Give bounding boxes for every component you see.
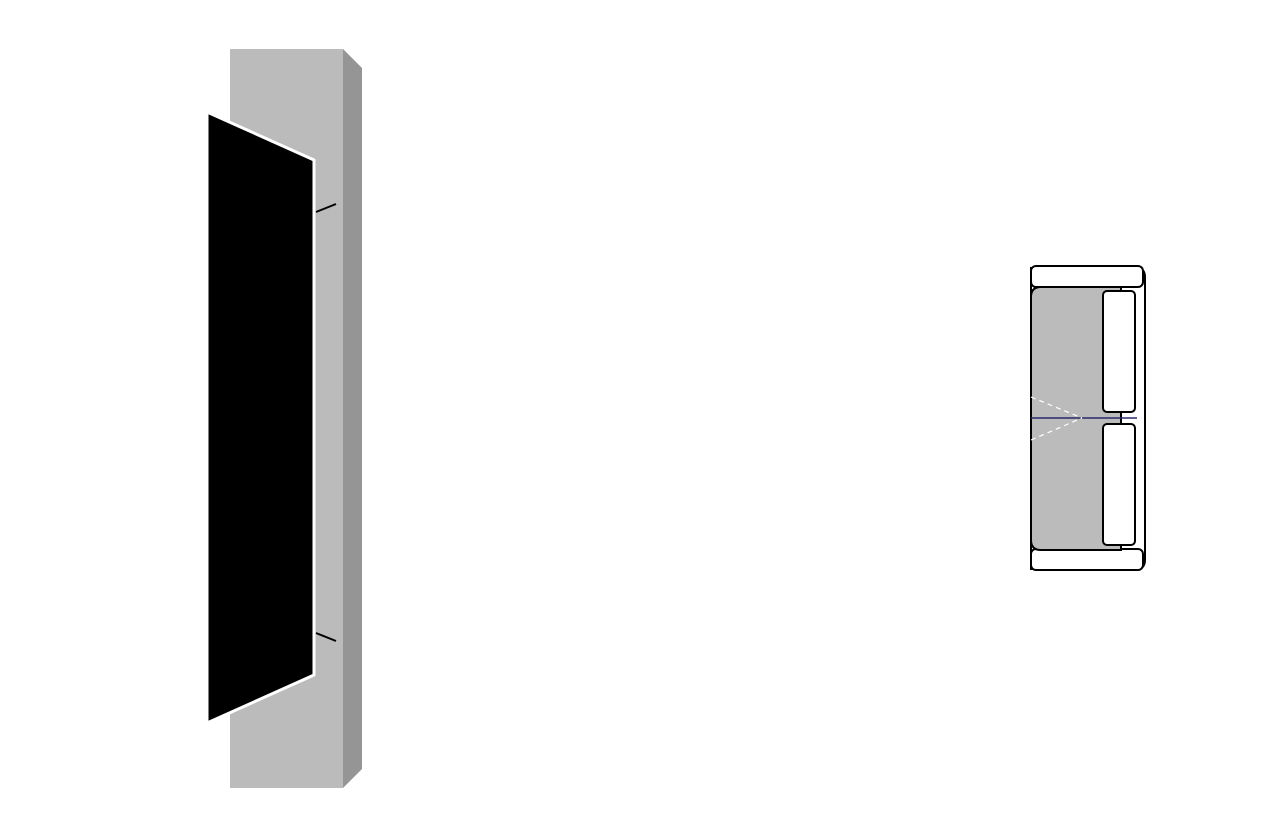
tv-icon [205, 110, 316, 725]
sofa-armrest-top [1030, 265, 1144, 288]
mount-arm-bottom [315, 632, 337, 642]
viewing-angle [1030, 396, 1137, 441]
sofa-cushion-bottom [1102, 423, 1136, 546]
sofa-cushion-top [1102, 290, 1136, 413]
view-cone-upper [1030, 396, 1083, 419]
view-cone-lower [1030, 417, 1083, 441]
tv-mount [315, 203, 337, 642]
mount-arm-top [315, 203, 337, 213]
wall-side-face [343, 49, 362, 788]
sofa-armrest-bottom [1030, 548, 1144, 571]
